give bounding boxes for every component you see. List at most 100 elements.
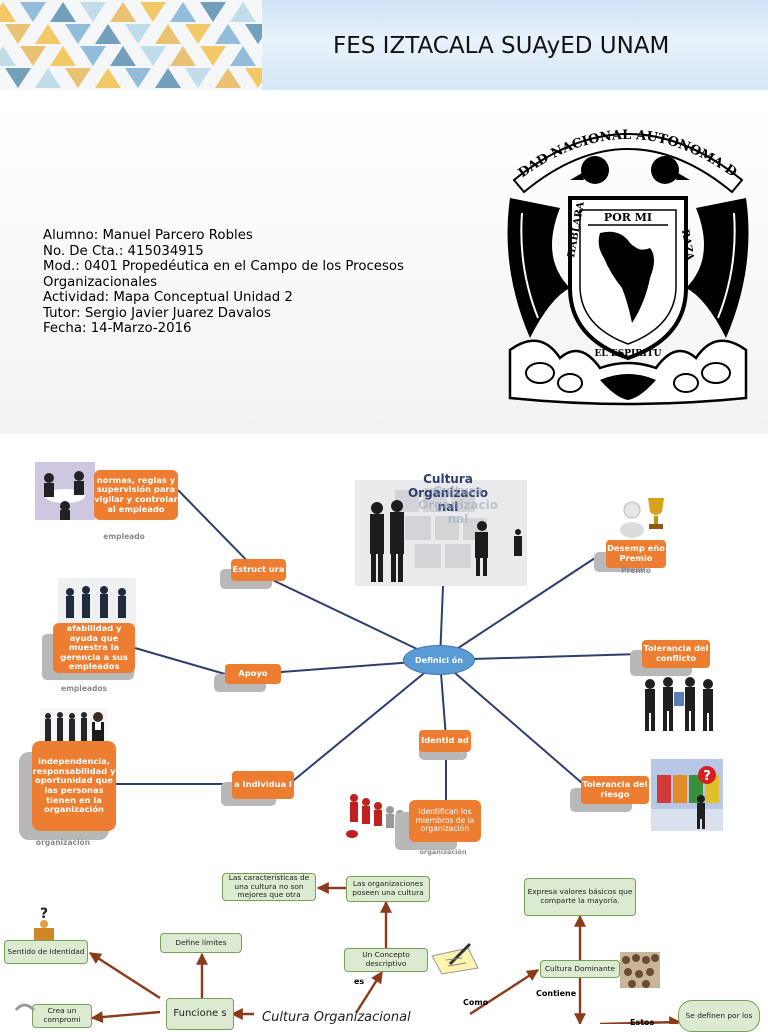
pattern-triangle xyxy=(95,24,121,44)
detail-afabilidad-ghost: empleados xyxy=(61,684,107,693)
pattern-triangle xyxy=(155,68,181,88)
pattern-triangle xyxy=(185,24,211,44)
pattern-triangle xyxy=(35,68,61,88)
box-expresa-valores: Expresa valores básicos que comparte la … xyxy=(524,878,636,916)
pattern-triangle xyxy=(140,46,166,66)
detail-identifican: Identifican los miembros de la organizac… xyxy=(409,800,481,842)
conflict-photo xyxy=(638,670,718,734)
pen-paper-icon xyxy=(431,942,479,975)
box-sentido-identidad: Sentido de Identidad xyxy=(4,940,88,964)
business-team-icon xyxy=(58,578,136,626)
link-label-contiene: Contiene xyxy=(536,989,577,998)
pattern-triangle xyxy=(20,2,46,22)
question-man-icon: ? xyxy=(34,906,54,940)
svg-text:?: ? xyxy=(40,906,48,922)
node-individual: a Individua l xyxy=(232,771,294,799)
student-line: Actividad: Mapa Conceptual Unidad 2 xyxy=(43,290,293,305)
pattern-triangle xyxy=(110,2,136,22)
box-caracteristicas: Las características de una cultura no so… xyxy=(222,873,316,901)
pattern-triangle xyxy=(215,24,241,44)
pattern-triangle xyxy=(80,2,106,22)
seal-motto-d: EL ESPIRITU xyxy=(595,349,662,359)
detail-identifican-ghost: organización xyxy=(419,848,467,856)
pattern-triangle xyxy=(125,24,151,44)
pattern-triangle xyxy=(200,2,226,22)
map1-title: Cultura Organizacio nal xyxy=(407,472,488,514)
pattern-triangle xyxy=(245,68,262,88)
pattern-triangle xyxy=(0,2,16,22)
pattern-triangle xyxy=(80,46,106,66)
detail-normas-ghost: empleado xyxy=(103,532,145,541)
pattern-triangle xyxy=(140,2,166,22)
header-logo-pattern xyxy=(0,0,262,90)
link-label-es: es xyxy=(354,977,365,986)
map2-title: Cultura Organizacional xyxy=(262,1010,411,1025)
student-line: Fecha: 14-Marzo-2016 xyxy=(43,321,192,336)
center-node-definicion: Definici ón xyxy=(403,645,475,675)
pattern-triangle xyxy=(215,68,241,88)
node-desempeno: Desemp eño Premio xyxy=(606,540,666,568)
box-concepto-descriptivo: Un Concepto descriptivo xyxy=(344,948,428,972)
student-line: Alumno: Manuel Parcero Robles xyxy=(43,228,253,243)
pattern-triangle xyxy=(50,2,76,22)
pattern-triangle xyxy=(35,24,61,44)
doors-question-icon: ? xyxy=(651,759,723,831)
pattern-triangle xyxy=(65,24,91,44)
node-estructura: Estruct ura xyxy=(231,559,286,581)
box-funciones: Funcione s xyxy=(166,998,234,1030)
box-define-limites: Define límites xyxy=(160,933,242,953)
student-line: Mod.: 0401 Propedéutica en el Campo de l… xyxy=(43,259,404,290)
seal-motto-b: RAZA xyxy=(679,229,695,262)
pattern-triangle xyxy=(230,2,256,22)
node-tolerancia-riesgo: Tolerancia del riesgo xyxy=(581,776,649,804)
puzzle-businessmen-photo xyxy=(355,480,527,586)
handshake-icon xyxy=(14,1003,36,1012)
pattern-triangle xyxy=(20,46,46,66)
pattern-triangle xyxy=(155,24,181,44)
pattern-triangle xyxy=(0,46,16,66)
box-crea-compromiso: Crea un compromi xyxy=(32,1004,92,1028)
pattern-triangle xyxy=(230,46,256,66)
pattern-triangle xyxy=(245,24,262,44)
link-label-como: Como xyxy=(463,998,489,1007)
detail-independencia: independencia, responsabilidad y oportun… xyxy=(32,741,116,831)
box-cultura-dominante: Cultura Dominante xyxy=(540,960,620,978)
detail-afabilidad: afabilidad y ayuda que muestra la gerenc… xyxy=(53,623,135,673)
seal-motto-a: POR MI xyxy=(604,211,652,224)
pattern-triangle xyxy=(200,46,226,66)
pattern-triangle xyxy=(50,46,76,66)
node-tolerancia-conflicto: Tolerancia del conflicto xyxy=(642,640,710,668)
pattern-triangle xyxy=(95,68,121,88)
svg-text:?: ? xyxy=(703,769,711,784)
detail-normas: normas, reglas y supervisión para vigila… xyxy=(94,470,178,520)
student-line: Tutor: Sergio Javier Juarez Davalos xyxy=(43,305,271,321)
node-apoyo: Apoyo xyxy=(225,664,281,684)
risk-doors-photo: ? xyxy=(651,759,723,831)
pattern-triangle xyxy=(125,68,151,88)
box-poseen-cultura: Las organizaciones poseen una cultura xyxy=(346,876,430,902)
tug-of-war-icon xyxy=(638,670,718,734)
meeting-photo xyxy=(35,462,95,520)
link-label-estos: Estos xyxy=(630,1018,655,1027)
detail-premio-ghost: Premio xyxy=(621,566,651,575)
header-banner xyxy=(262,0,768,90)
pattern-triangle xyxy=(5,24,31,44)
pattern-triangle xyxy=(170,46,196,66)
meeting-people-icon xyxy=(35,462,95,520)
team-photo xyxy=(58,578,136,626)
pattern-triangle xyxy=(185,68,211,88)
puzzle-team-icon xyxy=(355,480,527,586)
pattern-triangle xyxy=(110,46,136,66)
triangle-pattern-icon xyxy=(0,2,262,88)
detail-independencia-ghost: organización xyxy=(35,838,91,847)
unam-seal-icon: UNIVERSIDAD NACIONAL AUTONOMA DE MEXICO … xyxy=(500,118,749,406)
student-info: Alumno: Manuel Parcero Robles No. De Cta… xyxy=(43,228,443,337)
map2-arrows xyxy=(88,882,682,1024)
box-se-definen: Se definen por los xyxy=(678,1000,760,1032)
page-title: FES IZTACALA SUAyED UNAM xyxy=(333,33,670,59)
student-line: No. De Cta.: 415034915 xyxy=(43,243,204,259)
pattern-triangle xyxy=(5,68,31,88)
map1-title-ghost: Cultura Organizacio nal xyxy=(417,484,498,526)
node-identidad: Identid ad xyxy=(419,730,471,752)
trophy-icon xyxy=(612,490,676,542)
